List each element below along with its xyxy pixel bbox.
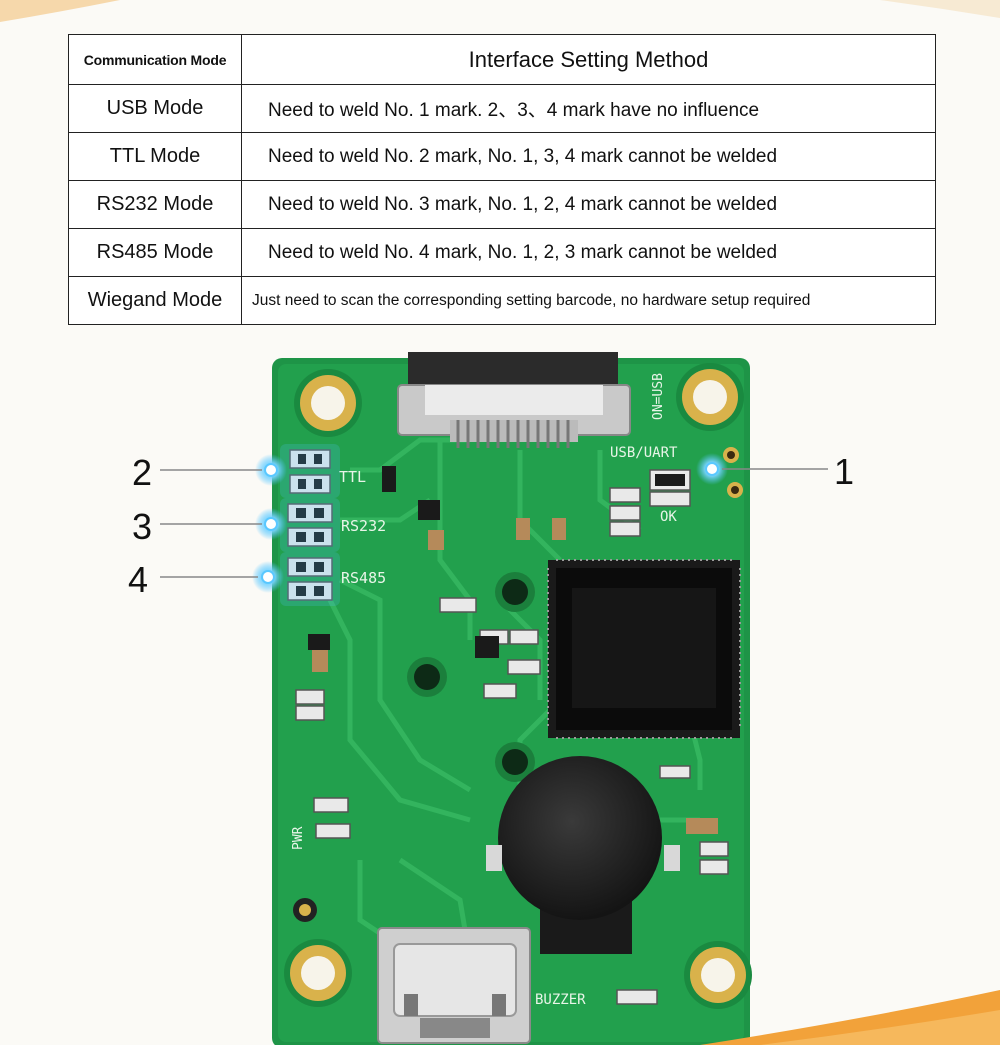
table-row: RS232 Mode Need to weld No. 3 mark, No. …	[68, 180, 936, 229]
micro-usb-port	[377, 927, 531, 1044]
marker-3-glow	[255, 498, 340, 552]
silk-pwr-label: PWR	[291, 826, 306, 850]
table-row: TTL Mode Need to weld No. 2 mark, No. 1,…	[68, 132, 936, 181]
marker-2-glow	[255, 444, 340, 498]
method-cell: Need to weld No. 4 mark, No. 1, 2, 3 mar…	[241, 228, 936, 277]
through-holes	[407, 572, 535, 782]
main-ic-chip	[547, 559, 741, 739]
silk-ttl-label: TTL	[339, 468, 366, 486]
marker-1-glow	[696, 453, 728, 485]
mount-hole-top-left	[294, 369, 362, 437]
table-header-row: Communication Mode Interface Setting Met…	[68, 34, 936, 85]
method-cell: Need to weld No. 3 mark, No. 1, 2, 4 mar…	[241, 180, 936, 229]
header-communication-mode: Communication Mode	[68, 34, 242, 85]
mode-cell: TTL Mode	[68, 132, 242, 181]
mode-cell: RS485 Mode	[68, 228, 242, 277]
mode-cell: Wiegand Mode	[68, 276, 242, 325]
interface-setting-table: Communication Mode Interface Setting Met…	[68, 34, 936, 325]
silk-rs485-label: RS485	[341, 569, 386, 587]
table-row: Wiegand Mode Just need to scan the corre…	[68, 276, 936, 325]
callout-number-4: 4	[128, 559, 149, 600]
callout-lines	[160, 468, 828, 578]
buzzer	[486, 756, 680, 954]
silk-usb-uart-label: USB/UART	[610, 445, 678, 461]
mount-hole-bottom-right	[684, 941, 752, 1009]
marker-4-glow	[252, 552, 340, 606]
table-row: USB Mode Need to weld No. 1 mark. 2、3、4 …	[68, 84, 936, 133]
callout-number-3: 3	[132, 506, 153, 547]
top-orange-accent	[0, 0, 1000, 22]
mode-cell: RS232 Mode	[68, 180, 242, 229]
table-row: RS485 Mode Need to weld No. 4 mark, No. …	[68, 228, 936, 277]
callout-number-2: 2	[132, 452, 153, 493]
pcb-board-illustration: TTL RS232 RS485 USB/UART OK BUZZER ON=US…	[160, 352, 828, 1045]
silk-rs232-label: RS232	[341, 517, 386, 535]
silk-buzzer-label: BUZZER	[535, 992, 586, 1008]
mode-cell: USB Mode	[68, 84, 242, 133]
mount-hole-top-right	[676, 363, 744, 431]
method-cell: Need to weld No. 1 mark. 2、3、4 mark have…	[241, 84, 936, 133]
silk-on-usb-label: ON=USB	[651, 373, 666, 420]
method-cell: Need to weld No. 2 mark, No. 1, 3, 4 mar…	[241, 132, 936, 181]
callout-number-1: 1	[834, 451, 855, 492]
silk-ok-label: OK	[660, 509, 677, 525]
bottom-orange-accent	[700, 990, 1000, 1045]
mount-hole-bottom-left	[284, 939, 352, 1007]
header-interface-setting-method: Interface Setting Method	[241, 34, 936, 85]
fpc-connector	[397, 352, 631, 448]
smd-components	[287, 449, 729, 1005]
method-cell: Just need to scan the corresponding sett…	[241, 276, 936, 325]
